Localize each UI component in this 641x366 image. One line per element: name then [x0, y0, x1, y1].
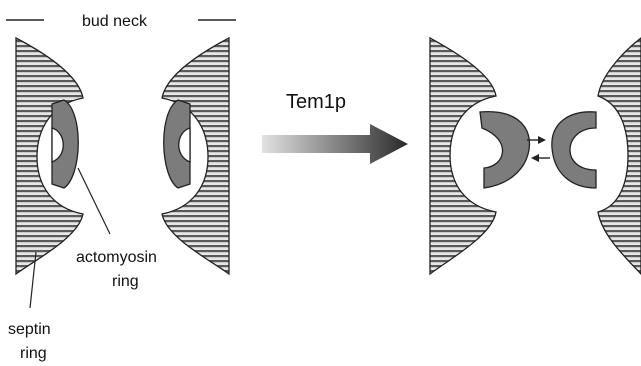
actomyosin-ring-left-inner	[51, 127, 64, 163]
contraction-arrow-right-head	[538, 136, 546, 144]
actomyosin-ring-right-before	[163, 99, 191, 189]
actomyosin-ring-right-after	[551, 111, 597, 189]
actomyosin-ring-right-inner	[178, 127, 191, 163]
actomyosin-label-line1: actomyosin	[76, 249, 157, 266]
actomyosin-ring-left-before	[51, 99, 79, 189]
septin-ring-right-before	[161, 36, 230, 276]
septin-label-line1: septin	[8, 321, 51, 338]
contraction-arrow-left-head	[531, 154, 539, 162]
actomyosin-ring-left-after	[479, 111, 531, 189]
tem1p-label: Tem1p	[286, 91, 346, 113]
septin-label-line2: ring	[20, 345, 47, 362]
actomyosin-leader-line	[77, 167, 111, 235]
septin-leader-line	[29, 251, 37, 309]
septin-ring-right-after	[597, 37, 641, 275]
actomyosin-label-line2: ring	[112, 273, 139, 290]
transition-arrow	[262, 124, 408, 164]
bud-neck-label: bud neck	[82, 13, 148, 30]
septin-ring-left-after	[429, 36, 497, 276]
septin-ring-left-before	[15, 36, 84, 276]
